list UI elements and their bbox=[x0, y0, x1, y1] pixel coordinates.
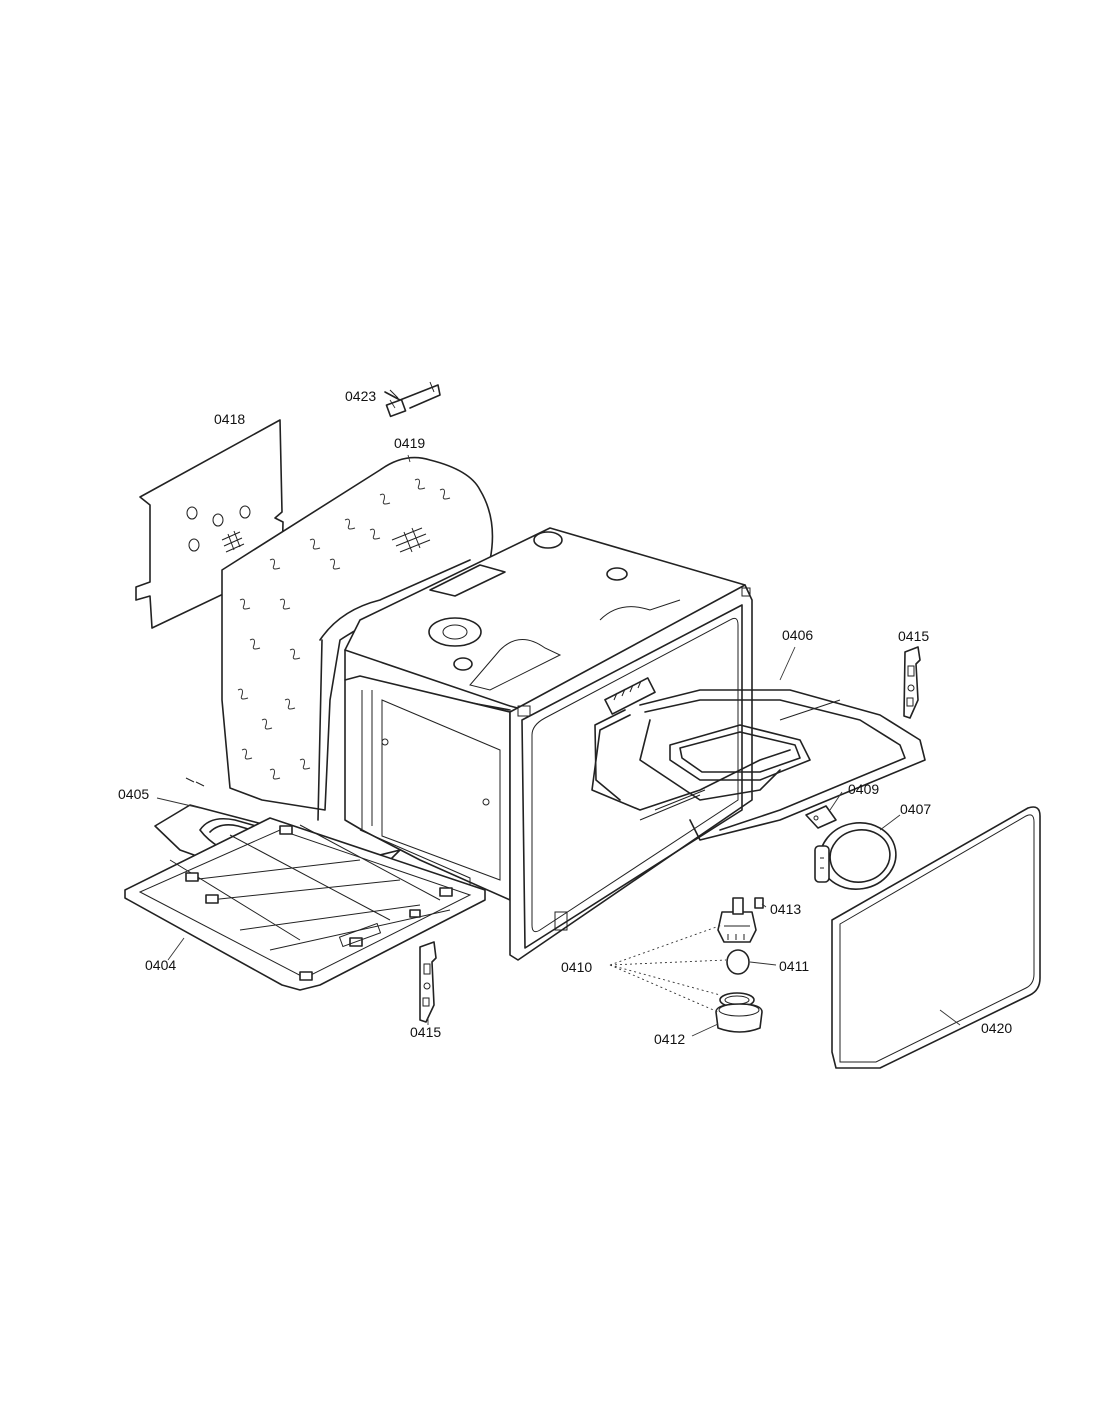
oven-lamp-assembly-0410 bbox=[715, 897, 763, 1033]
sensor-clip-0409 bbox=[805, 805, 837, 829]
shelf-support-0415-right bbox=[903, 646, 921, 719]
small-clip-0413 bbox=[754, 897, 764, 909]
part-label-0405: 0405 bbox=[118, 786, 149, 802]
part-label-0413: 0413 bbox=[770, 901, 801, 917]
part-label-0407: 0407 bbox=[900, 801, 931, 817]
circular-heater-element-0407 bbox=[814, 822, 897, 890]
part-label-0415-bottom: 0415 bbox=[410, 1024, 441, 1040]
part-label-0418: 0418 bbox=[214, 411, 245, 427]
bottom-tray-0404 bbox=[124, 817, 486, 991]
part-label-0412: 0412 bbox=[654, 1031, 685, 1047]
part-label-0415-top: 0415 bbox=[898, 628, 929, 644]
door-switch-0423 bbox=[384, 381, 441, 418]
part-label-0410: 0410 bbox=[561, 959, 592, 975]
grill-heater-element-0406 bbox=[591, 677, 926, 841]
part-label-0404: 0404 bbox=[145, 957, 176, 973]
leader-lines bbox=[156, 399, 961, 1037]
wrap-insulation-0419 bbox=[221, 456, 494, 821]
part-label-0409: 0409 bbox=[848, 781, 879, 797]
part-label-0411: 0411 bbox=[779, 958, 809, 974]
part-label-0423: 0423 bbox=[345, 388, 376, 404]
part-label-0419: 0419 bbox=[394, 435, 425, 451]
part-label-0420: 0420 bbox=[981, 1020, 1012, 1036]
part-label-0406: 0406 bbox=[782, 627, 813, 643]
oven-cavity bbox=[344, 527, 753, 961]
part-number-labels: 0423 0418 0419 0406 0415 0405 0409 0407 … bbox=[118, 388, 1012, 1047]
door-glass-0420 bbox=[831, 806, 1041, 1069]
shelf-support-0415-left bbox=[419, 941, 437, 1023]
